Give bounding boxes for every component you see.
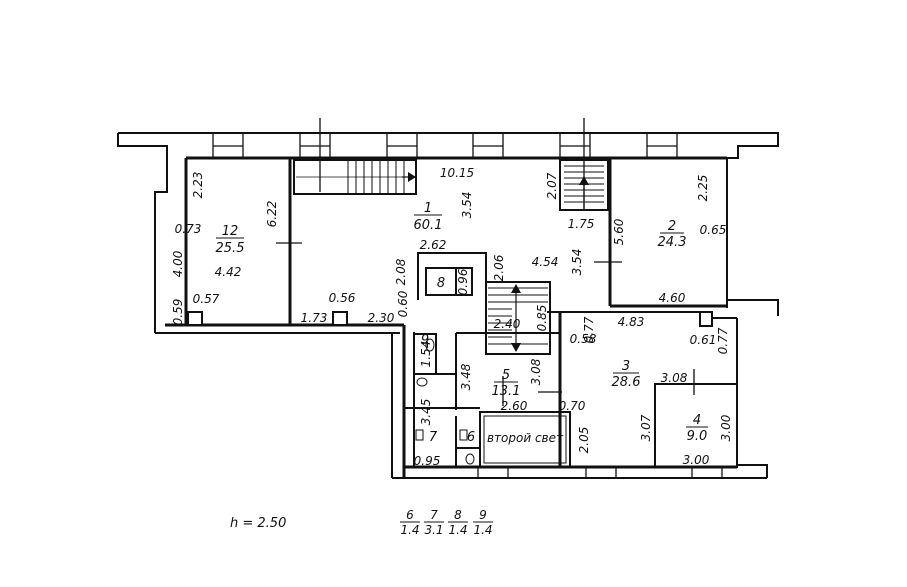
- room-2-number: 2: [668, 219, 676, 234]
- legend-8-num: 8: [454, 508, 462, 522]
- height-note: h = 2.50: [230, 516, 286, 531]
- dim-10-15: 10.15: [440, 166, 474, 180]
- legend-6-num: 6: [406, 508, 414, 522]
- dim-2-06: 2.06: [492, 254, 506, 281]
- dim-1-75: 1.75: [568, 217, 595, 231]
- dim-0-77-b: 0.77: [716, 327, 730, 354]
- dim-3-08-b: 3.08: [529, 358, 543, 385]
- legend-item-8: 8 1.4: [448, 508, 468, 537]
- room-3-number: 3: [622, 359, 630, 374]
- dim-3-45: 3.45: [419, 399, 433, 426]
- legend-8-area: 1.4: [448, 523, 467, 537]
- room-labels: 1 60.1 2 24.3 3 28.6 4 9.0 5 13.1 6 7 8 …: [216, 201, 708, 445]
- room-3-area: 28.6: [612, 375, 641, 390]
- dim-3-00-a: 3.00: [719, 414, 733, 441]
- dim-0-58: 0.58: [570, 332, 597, 346]
- room-1-area: 60.1: [414, 218, 443, 233]
- room-5-area: 13.1: [492, 384, 521, 399]
- axis-marks: [276, 118, 695, 406]
- room-4-area: 9.0: [687, 429, 708, 444]
- dim-4-42: 4.42: [215, 265, 242, 279]
- legend-6-area: 1.4: [400, 523, 419, 537]
- room-4-number: 4: [693, 413, 701, 428]
- legend-item-6: 6 1.4: [400, 508, 420, 537]
- room-8-number: 8: [437, 276, 445, 291]
- dim-1-73: 1.73: [301, 311, 328, 325]
- dim-1-54: 1.54: [419, 341, 433, 368]
- dim-4-60: 4.60: [659, 291, 686, 305]
- dim-0-57: 0.57: [193, 292, 220, 306]
- dim-2-23: 2.23: [191, 172, 205, 199]
- dim-2-62: 2.62: [420, 238, 447, 252]
- second-light-label: второй свет: [487, 431, 564, 445]
- room-2-area: 24.3: [658, 235, 687, 250]
- dim-0-95: 0.95: [414, 454, 441, 468]
- dim-3-48: 3.48: [459, 363, 473, 390]
- dim-0-85: 0.85: [535, 305, 549, 332]
- interior-walls: [187, 158, 738, 468]
- dim-2-60: 2.60: [501, 399, 528, 413]
- dim-0-77-a: 0.77: [582, 316, 596, 343]
- dim-5-60: 5.60: [612, 218, 626, 245]
- room-6-number: 6: [467, 430, 475, 445]
- legend-7-num: 7: [430, 508, 438, 522]
- room-1-number: 1: [424, 201, 432, 216]
- dim-6-22: 6.22: [265, 201, 279, 228]
- outer-walls: [117, 132, 779, 479]
- dim-4-00: 4.00: [171, 250, 185, 277]
- legend-9-area: 1.4: [473, 523, 492, 537]
- small-rooms-legend: 6 1.4 7 3.1 8 1.4 9 1.4: [400, 508, 493, 537]
- legend-9-num: 9: [479, 508, 487, 522]
- room-7-number: 7: [429, 430, 438, 445]
- room-9-number: 9: [421, 333, 429, 348]
- room-5-number: 5: [502, 368, 510, 383]
- stair-arrows: [408, 172, 589, 352]
- dim-2-40: 2.40: [494, 317, 521, 331]
- dim-0-65: 0.65: [700, 223, 727, 237]
- sanitary-fixtures: [415, 338, 475, 465]
- dim-0-60: 0.60: [396, 290, 410, 317]
- dim-0-73: 0.73: [175, 222, 202, 236]
- dim-0-96: 0.96: [456, 268, 470, 295]
- dim-4-83: 4.83: [618, 315, 645, 329]
- dim-2-05: 2.05: [577, 427, 591, 454]
- dim-2-08: 2.08: [394, 258, 408, 285]
- dim-2-30: 2.30: [368, 311, 395, 325]
- dim-3-54-a: 3.54: [460, 192, 474, 219]
- top-windows: [212, 132, 678, 159]
- bottom-windows: [477, 466, 723, 479]
- dim-3-07: 3.07: [639, 414, 653, 441]
- dim-4-54: 4.54: [532, 255, 559, 269]
- legend-item-7: 7 3.1: [424, 508, 444, 537]
- dim-2-07: 2.07: [545, 172, 559, 199]
- dimension-labels: 10.15 3.54 2.07 1.75 2.25 0.65 5.60 3.54…: [171, 166, 733, 468]
- room-12-area: 25.5: [216, 241, 245, 256]
- dim-0-56: 0.56: [329, 291, 356, 305]
- dim-0-59: 0.59: [171, 299, 185, 326]
- dim-3-08-a: 3.08: [661, 371, 688, 385]
- dim-3-00-b: 3.00: [683, 453, 710, 467]
- legend-item-9: 9 1.4: [473, 508, 493, 537]
- room-12-number: 12: [222, 224, 239, 239]
- legend-7-area: 3.1: [424, 523, 443, 537]
- dim-0-61: 0.61: [690, 333, 717, 347]
- dim-0-70: 0.70: [559, 399, 586, 413]
- dim-2-25: 2.25: [696, 175, 710, 202]
- dim-3-54-b: 3.54: [570, 249, 584, 276]
